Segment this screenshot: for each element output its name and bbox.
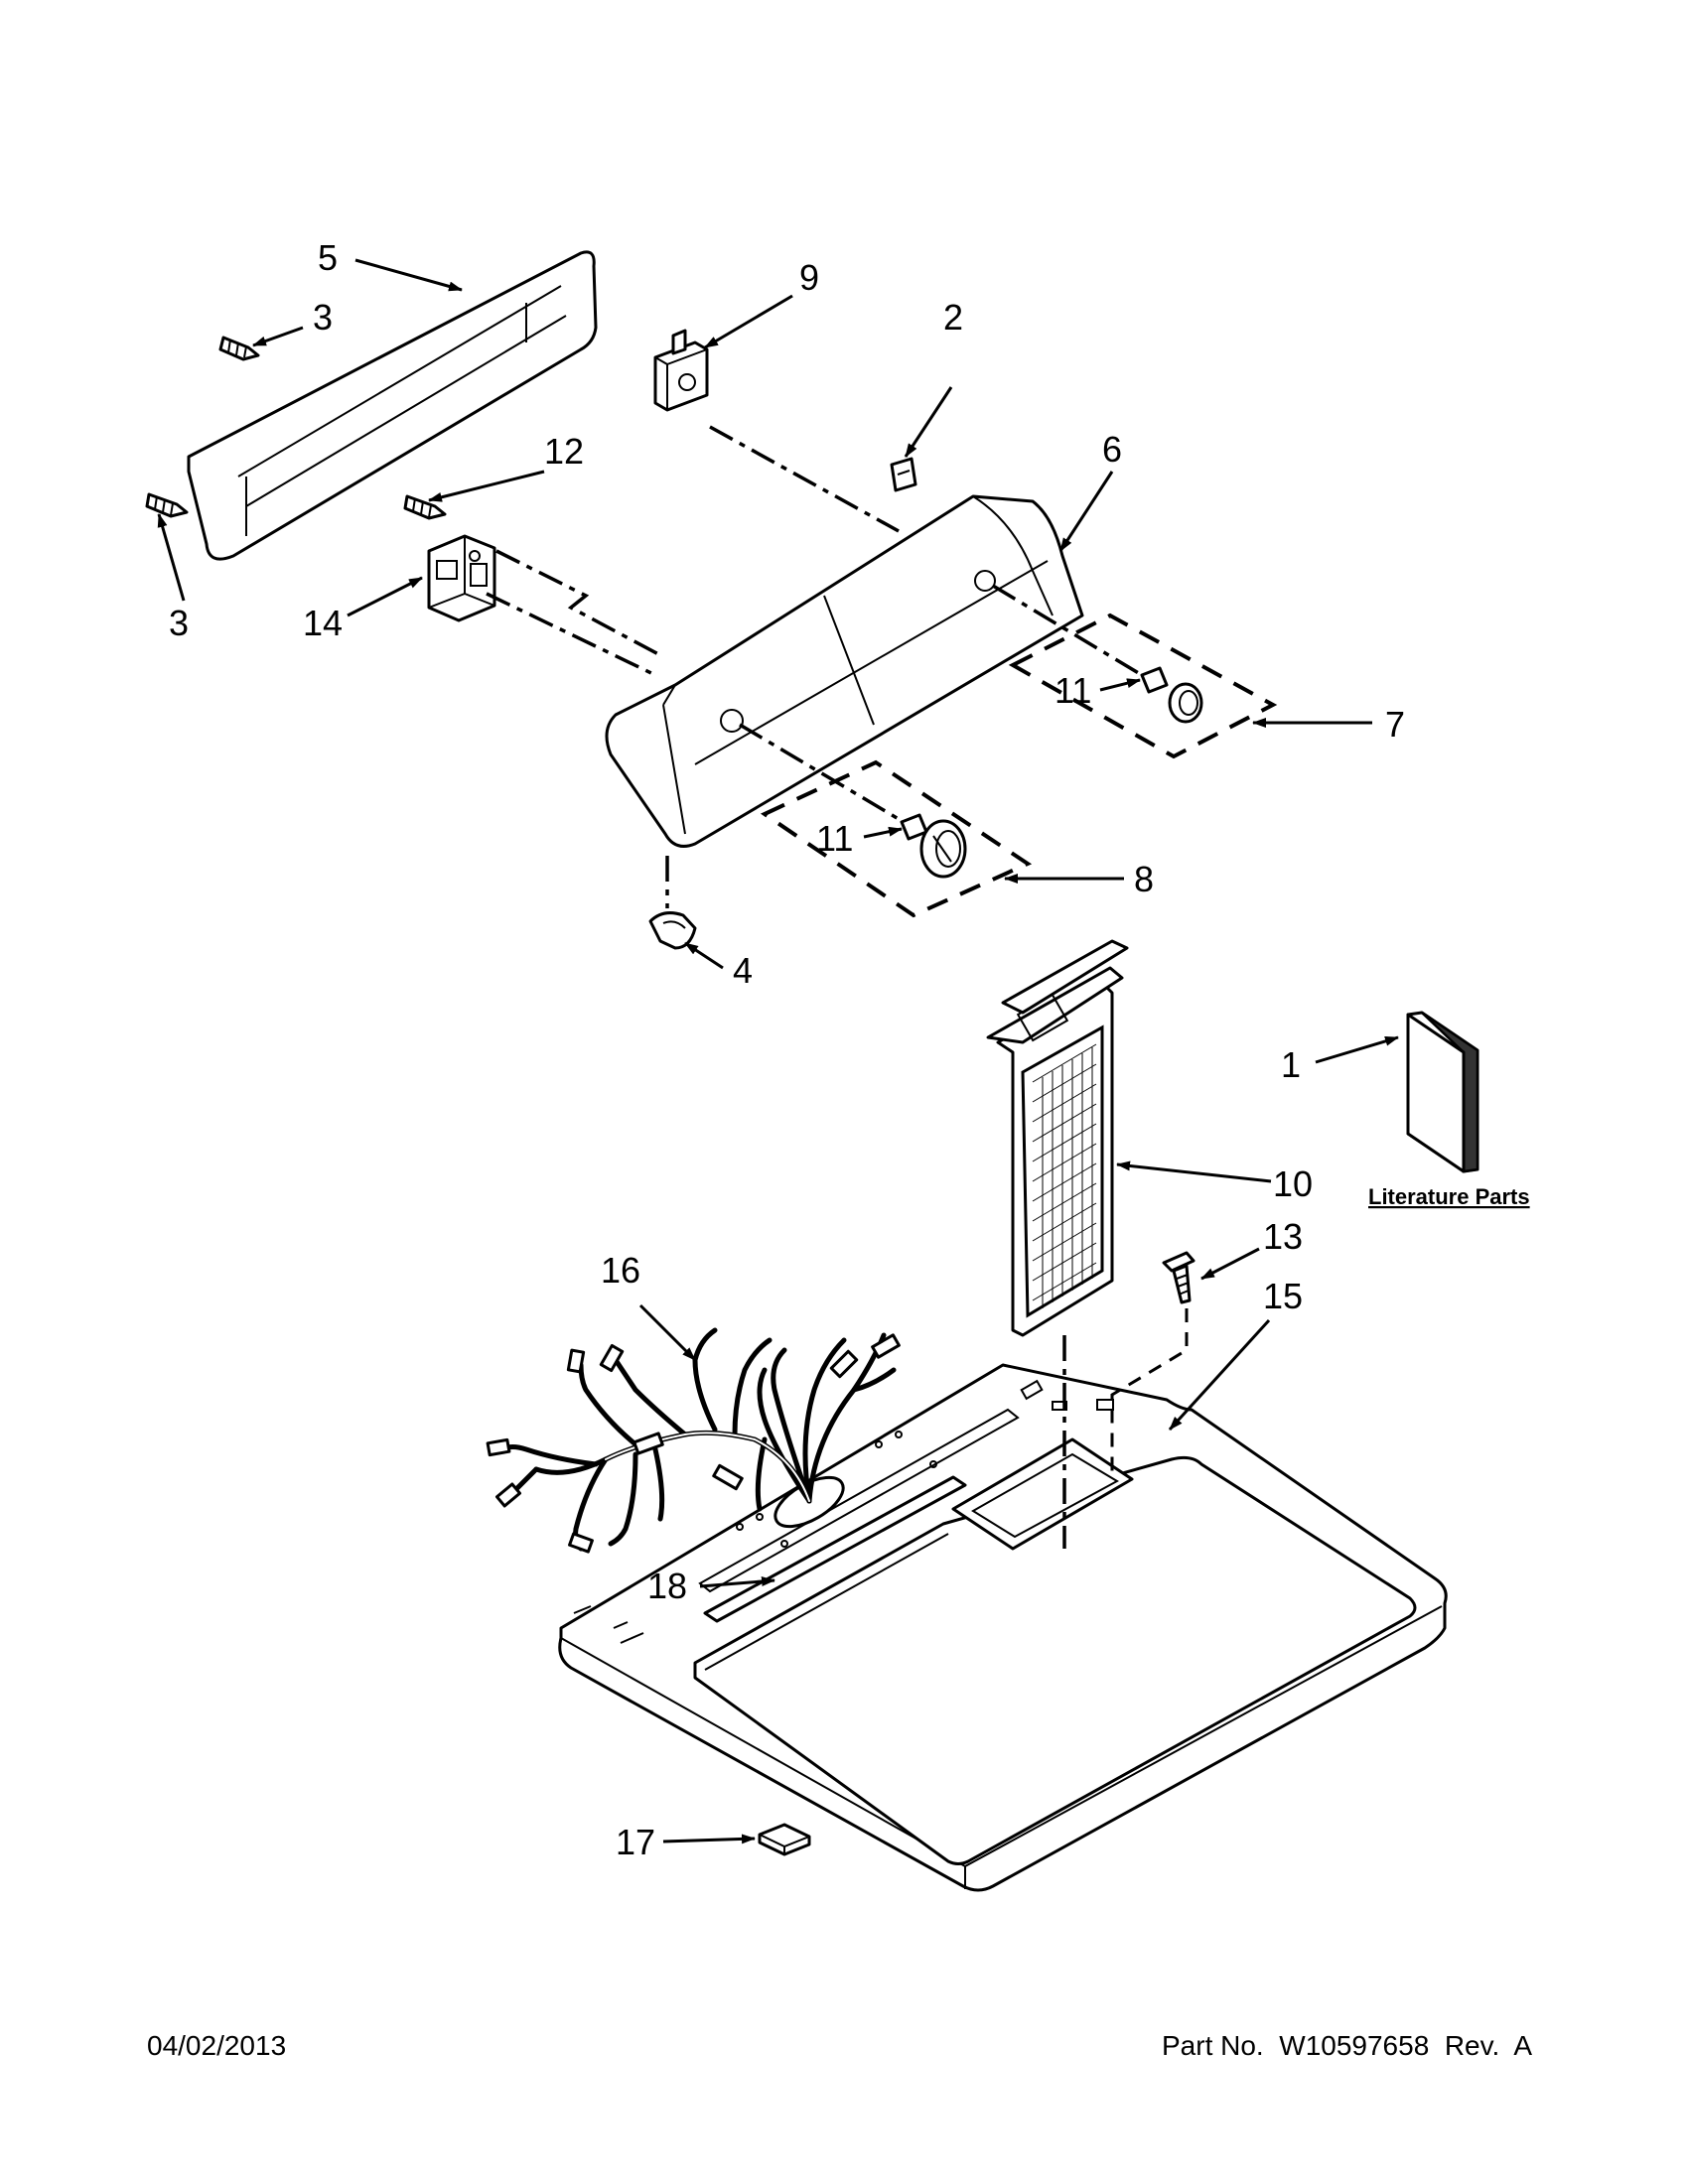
callout-11-right: 11 (1055, 670, 1091, 711)
wire-harness-part-16 (486, 1327, 901, 1554)
callout-4: 4 (733, 950, 753, 991)
pad-part-17 (758, 1823, 811, 1856)
knob-insert-part-11-right (1140, 666, 1169, 694)
assembly-line-left-knob (739, 723, 905, 824)
callout-3-upper: 3 (313, 297, 333, 338)
callout-5: 5 (318, 237, 338, 278)
screw-part-3-lower (145, 492, 189, 518)
footer-part-number: Part No. W10597658 Rev. A (1162, 2030, 1533, 2061)
screw-part-13 (1162, 1251, 1196, 1304)
footer-date: 04/02/2013 (147, 2030, 287, 2061)
rear-panel-part-5 (187, 250, 598, 561)
lint-screen-part-10 (986, 939, 1129, 1337)
top-panel-part-15 (558, 1363, 1448, 1892)
group-box-part-8 (760, 759, 1033, 918)
switch-part-14 (427, 534, 496, 622)
callout-10: 10 (1273, 1163, 1313, 1204)
assembly-line-screw-13 (1110, 1308, 1189, 1479)
callout-11-left: 11 (816, 818, 853, 859)
callout-3-lower: 3 (169, 603, 189, 643)
callout-2: 2 (943, 297, 963, 338)
screw-part-12 (403, 494, 447, 520)
assembly-line-right-knob (992, 584, 1143, 677)
leader-lines (157, 258, 1399, 1844)
console-part-6 (605, 494, 1084, 848)
clip-part-2 (890, 457, 917, 492)
literature-booklet-part-1 (1406, 1011, 1479, 1173)
callout-13: 13 (1263, 1216, 1303, 1257)
knob-part-7 (1168, 682, 1203, 724)
callout-18: 18 (647, 1566, 687, 1606)
group-box-part-7 (1008, 613, 1278, 759)
callout-14: 14 (303, 603, 343, 643)
knob-part-8 (919, 819, 967, 879)
clamp-part-4 (648, 911, 697, 950)
callout-9: 9 (799, 257, 819, 298)
screw-part-3-upper (218, 336, 260, 361)
lint-screen-mesh (1032, 1043, 1097, 1308)
callout-6: 6 (1102, 429, 1122, 470)
assembly-line-switch (495, 549, 661, 657)
callout-7: 7 (1385, 704, 1405, 745)
literature-parts-label: Literature Parts (1368, 1184, 1530, 1209)
assembly-line-module (709, 425, 900, 533)
callout-16: 16 (601, 1250, 640, 1291)
callout-15: 15 (1263, 1276, 1303, 1316)
callout-12: 12 (544, 431, 584, 472)
callout-8: 8 (1134, 859, 1154, 899)
module-part-9 (653, 329, 709, 412)
callout-17: 17 (616, 1822, 655, 1862)
callout-1: 1 (1281, 1044, 1301, 1085)
assembly-line-switch-lower (486, 592, 656, 677)
